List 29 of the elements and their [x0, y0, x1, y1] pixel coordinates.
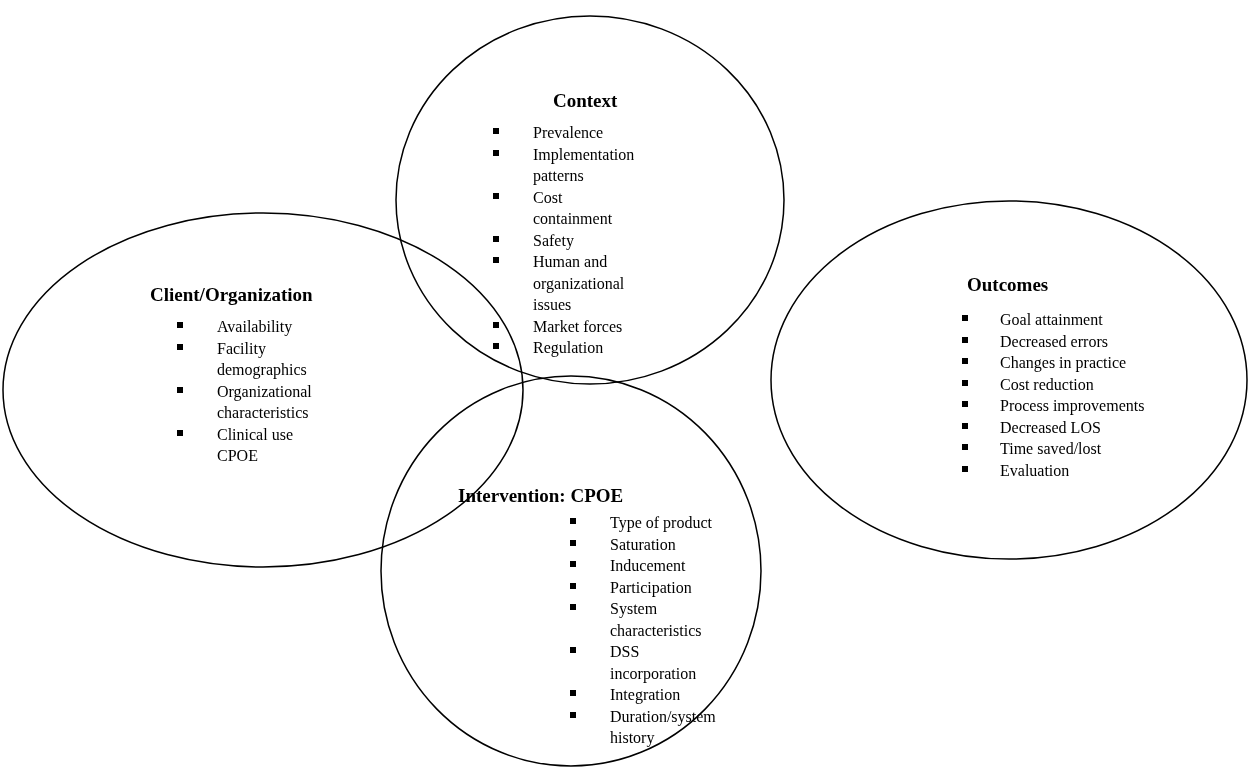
bullet-item: Saturation	[570, 533, 727, 555]
bullet-item: Cost containment	[493, 186, 635, 230]
bullet-item: Organizational characteristics	[177, 380, 322, 424]
bullet-item: Participation	[570, 576, 727, 598]
bullet-item: Clinical use CPOE	[177, 423, 322, 467]
bullet-item: Decreased LOS	[962, 416, 1192, 438]
ellipse-heading: Context	[553, 90, 618, 112]
bullet-item: Process improvements	[962, 395, 1192, 417]
bullet-item: Regulation	[493, 337, 635, 359]
ellipse-heading: Client/Organization	[150, 284, 313, 306]
bullet-item: Changes in practice	[962, 352, 1192, 374]
bullet-item: Market forces	[493, 315, 635, 337]
bullet-item: Goal attainment	[962, 309, 1192, 331]
bullet-item: Decreased errors	[962, 330, 1192, 352]
bullet-item: Safety	[493, 229, 635, 251]
bullet-item: Cost reduction	[962, 373, 1192, 395]
ellipse-heading: Outcomes	[967, 274, 1049, 296]
bullet-item: Facility demographics	[177, 337, 322, 381]
bullet-item: Human and organizational issues	[493, 251, 635, 316]
bullet-item: Time saved/lost	[962, 438, 1192, 460]
bullet-item: System characteristics	[570, 598, 727, 641]
bullet-item: Availability	[177, 316, 322, 338]
bullet-item: Evaluation	[962, 459, 1192, 481]
bullet-item: Implementation patterns	[493, 143, 635, 187]
bullet-item: Type of product	[570, 512, 727, 534]
bullet-item: Integration	[570, 684, 727, 706]
bullet-item: DSS incorporation	[570, 641, 727, 684]
bullet-item: Inducement	[570, 555, 727, 577]
bullet-item: Prevalence	[493, 122, 635, 144]
